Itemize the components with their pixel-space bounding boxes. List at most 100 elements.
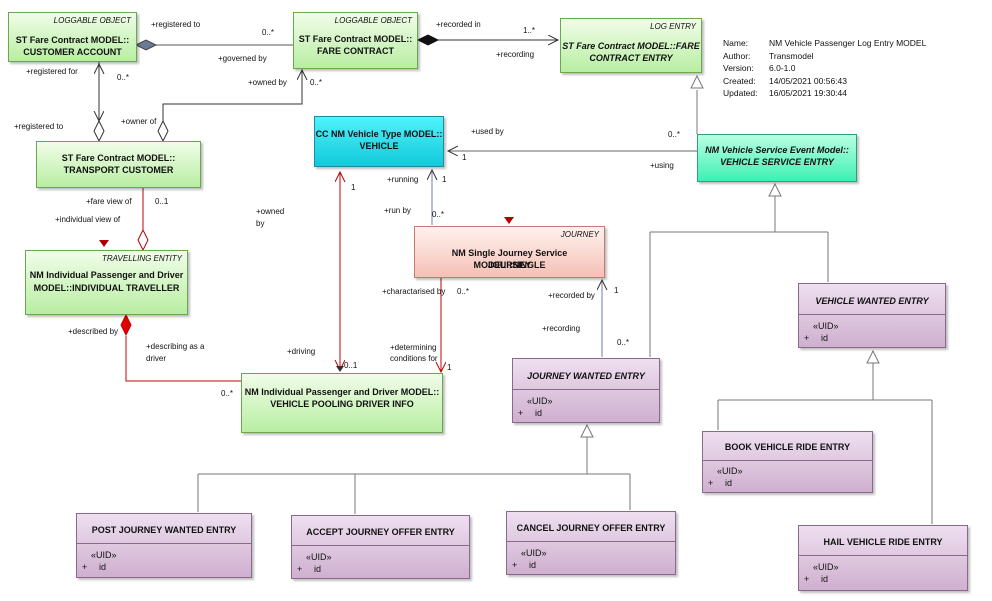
class-title-line1: NM Individual Passenger and Driver (29, 270, 184, 280)
attr-name: id (529, 560, 537, 570)
multiplicity-label: 0..* (262, 28, 275, 37)
role-label: +governed by (218, 54, 267, 63)
assoc-account-customer (93, 62, 105, 143)
class-transport-customer[interactable]: ST Fare Contract MODEL:: TRANSPORT CUSTO… (36, 141, 201, 188)
role-label: +driving (287, 347, 316, 356)
class-title-line2: CONTRACT ENTRY (589, 53, 673, 63)
class-title-line1: ST Fare Contract MODEL:: (61, 153, 176, 163)
compartment-divider (703, 460, 872, 461)
meta-key: Version: (723, 63, 754, 73)
multiplicity-label: 0..1 (155, 197, 169, 206)
assoc-account-contract (134, 39, 293, 51)
class-individual-traveller[interactable]: TRAVELLING ENTITY NM Individual Passenge… (25, 250, 188, 315)
marker-triangle-journey (504, 217, 514, 224)
meta-key: Name: (723, 38, 749, 48)
assoc-vehicle-driver-info (336, 172, 344, 372)
role-label: +individual view of (55, 215, 121, 224)
role-label: +recording (496, 50, 535, 59)
class-book-vehicle-ride-entry[interactable]: BOOK VEHICLE RIDE ENTRY «UID» + id (702, 431, 873, 493)
role-label: +recording (542, 324, 581, 333)
attr-visibility: + (82, 562, 88, 572)
meta-created: 14/05/2021 00:56:43 (769, 75, 847, 86)
assoc-customer-traveller (137, 188, 149, 252)
class-journey-wanted-entry[interactable]: JOURNEY WANTED ENTRY «UID» + id (512, 358, 660, 423)
attr-visibility: + (804, 574, 810, 584)
marker-triangle-traveller (99, 240, 109, 247)
attr-name: id (725, 478, 733, 488)
compartment-divider (799, 314, 945, 315)
class-fare-contract-entry[interactable]: LOG ENTRY ST Fare Contract MODEL::FARE C… (560, 18, 702, 73)
class-accept-journey-offer-entry[interactable]: ACCEPT JOURNEY OFFER ENTRY «UID» + id (291, 515, 470, 579)
class-title-line2: VEHICLE SERVICE ENTRY (720, 157, 834, 167)
attr-visibility: + (708, 478, 714, 488)
class-title: POST JOURNEY WANTED ENTRY (91, 525, 237, 535)
class-vehicle-wanted-entry[interactable]: VEHICLE WANTED ENTRY «UID» + id (798, 283, 946, 348)
attr-stereotype: «UID» (306, 552, 332, 562)
meta-updated: 16/05/2021 19:30:44 (769, 88, 847, 98)
class-title: JOURNEY WANTED ENTRY (527, 371, 645, 381)
compartment-divider (292, 545, 469, 546)
class-hail-vehicle-ride-entry[interactable]: HAIL VEHICLE RIDE ENTRY «UID» + id (798, 525, 968, 591)
class-pooling-driver-info[interactable]: NM Individual Passenger and Driver MODEL… (241, 373, 443, 433)
class-single-journey[interactable]: JOURNEY NM Single Journey Service MODEL:… (414, 226, 605, 278)
attr-name: id (821, 574, 829, 584)
multiplicity-label: 1 (614, 286, 619, 295)
meta-author: Transmodel (769, 50, 814, 61)
class-title: HAIL VEHICLE RIDE ENTRY (823, 537, 943, 547)
class-vehicle-service-entry[interactable]: NM Vehicle Service Event Model:: VEHICLE… (697, 134, 857, 182)
stereotype-label: LOG ENTRY (650, 22, 696, 31)
assoc-contract-entry (416, 34, 558, 46)
class-fare-contract[interactable]: LOGGABLE OBJECT ST Fare Contract MODEL::… (293, 12, 418, 69)
multiplicity-label: 0..* (668, 130, 681, 139)
class-title-line1: NM Individual Passenger and Driver MODEL… (244, 387, 440, 397)
role-label: +owned by (248, 78, 287, 87)
class-cancel-journey-offer-entry[interactable]: CANCEL JOURNEY OFFER ENTRY «UID» + id (506, 511, 676, 575)
generalization-vehicle-wanted (717, 349, 933, 524)
compartment-divider (77, 543, 251, 544)
meta-key: Created: (723, 75, 756, 86)
class-title-line2: VEHICLE POOLING DRIVER INFO (270, 399, 414, 409)
attr-visibility: + (804, 333, 810, 343)
multiplicity-label: 0..* (457, 287, 470, 296)
multiplicity-label: 1 (462, 153, 467, 162)
role-label: driver (146, 354, 167, 363)
role-label: +registered for (26, 67, 78, 76)
multiplicity-label: 1..* (523, 26, 536, 35)
attr-name: id (535, 408, 543, 418)
class-customer-account[interactable]: LOGGABLE OBJECT ST Fare Contract MODEL::… (8, 12, 137, 62)
class-title-line2: VEHICLE (359, 141, 399, 151)
class-title: BOOK VEHICLE RIDE ENTRY (724, 442, 851, 452)
compartment-divider (507, 541, 675, 542)
role-label: +run by (384, 206, 411, 215)
stereotype-label: LOGGABLE OBJECT (334, 16, 412, 25)
attr-name: id (821, 333, 829, 343)
multiplicity-label: 0..* (117, 73, 130, 82)
attr-stereotype: «UID» (717, 466, 743, 476)
class-vehicle[interactable]: CC NM Vehicle Type MODEL:: VEHICLE (314, 116, 444, 167)
role-label: +described by (68, 327, 119, 336)
attr-stereotype: «UID» (813, 321, 839, 331)
stereotype-label: JOURNEY (560, 230, 599, 239)
role-label: +fare view of (86, 197, 132, 206)
class-title: ACCEPT JOURNEY OFFER ENTRY (306, 527, 455, 537)
class-title: CANCEL JOURNEY OFFER ENTRY (516, 523, 666, 533)
class-title: VEHICLE WANTED ENTRY (815, 296, 929, 306)
meta-name: NM Vehicle Passenger Log Entry MODEL (769, 38, 927, 48)
role-label: +recorded by (548, 291, 595, 300)
multiplicity-label: 0..* (432, 210, 445, 219)
generalization-wanted-entries (649, 182, 829, 357)
multiplicity-label: 1 (442, 175, 447, 184)
class-title-line1: ST Fare Contract MODEL::FARE (562, 41, 700, 51)
assoc-traveller-driver-info (120, 313, 241, 382)
stereotype-label: TRAVELLING ENTITY (101, 254, 182, 263)
role-label: +running (387, 175, 419, 184)
meta-key: Author: (723, 50, 751, 61)
attr-visibility: + (297, 564, 303, 574)
role-label: +using (650, 161, 674, 170)
compartment-divider (513, 389, 659, 390)
generalization-journey-wanted (197, 423, 631, 514)
class-post-journey-wanted-entry[interactable]: POST JOURNEY WANTED ENTRY «UID» + id (76, 513, 252, 578)
class-title-line2: CUSTOMER ACCOUNT (23, 47, 122, 57)
attr-name: id (99, 562, 107, 572)
stereotype-label: LOGGABLE OBJECT (53, 16, 131, 25)
